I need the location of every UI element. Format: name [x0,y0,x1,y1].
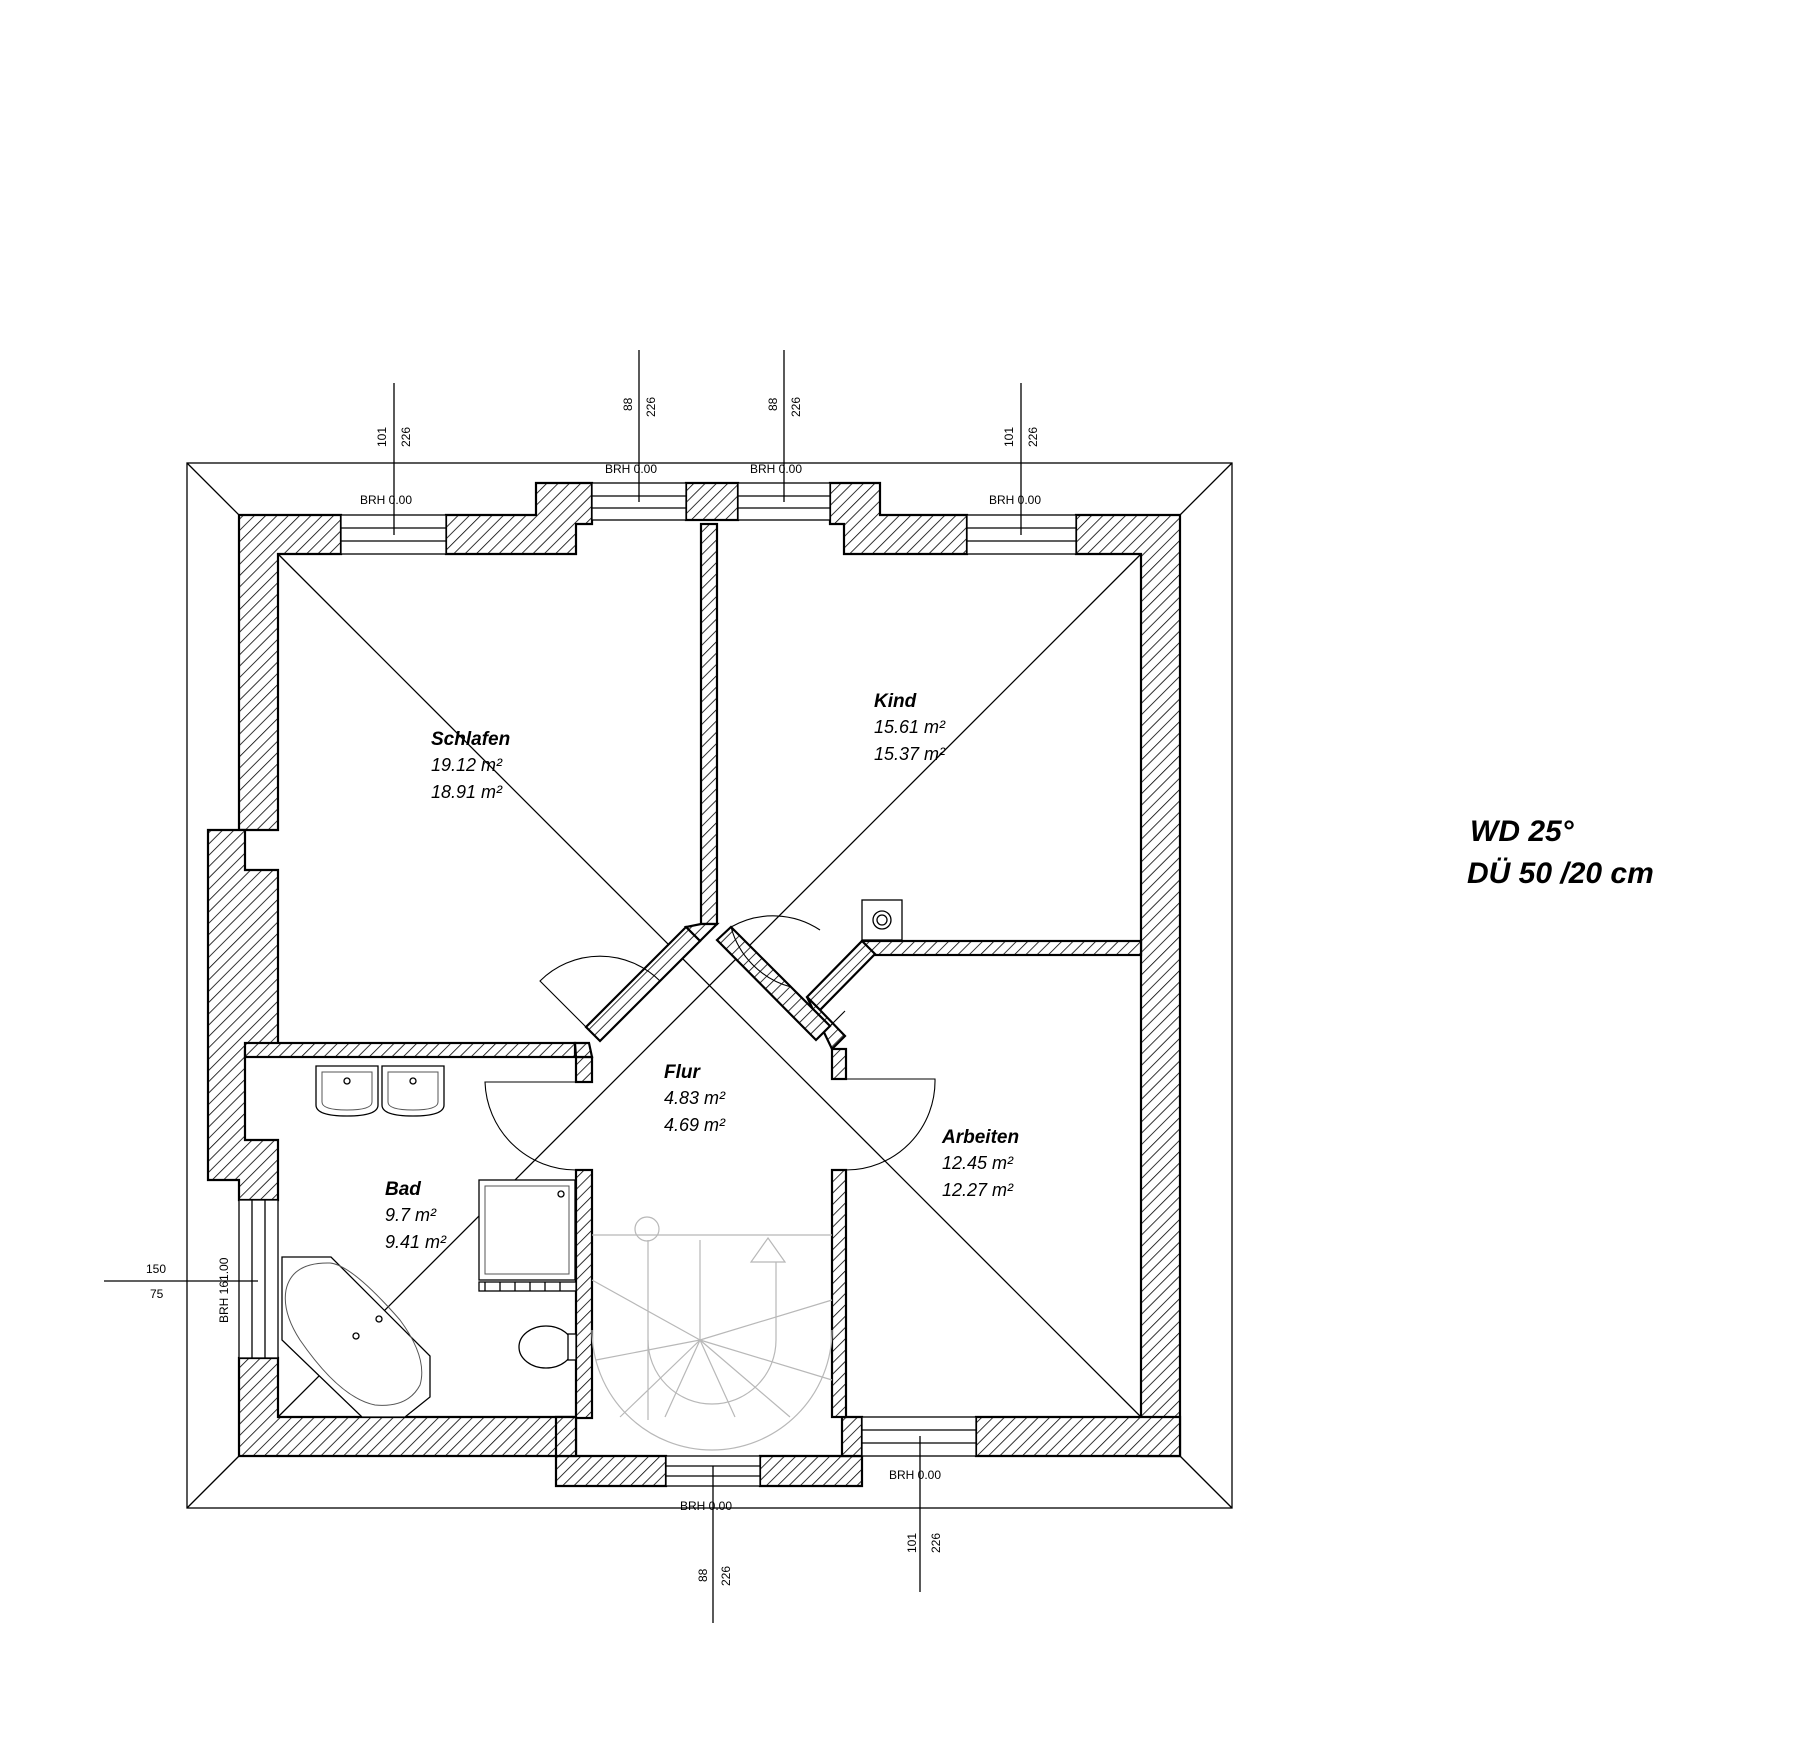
window-dimension-lines [104,350,1022,1623]
window-bottom-right-brh: BRH 0.00 [889,1468,941,1482]
room-schlafen-area-gross: 19.12 m² [431,755,503,775]
window-top-right-height: 226 [1026,427,1040,447]
room-kind-name: Kind [874,691,917,712]
roof-hip-lines [277,553,1142,1418]
room-schlafen-name: Schlafen [431,729,510,750]
window-top-left-width: 101 [375,427,389,447]
window-left-bath-width: 150 [146,1262,166,1276]
room-flur-area-gross: 4.83 m² [664,1088,726,1108]
room-flur-area-net: 4.69 m² [664,1115,726,1135]
window-top-mid-left-width: 88 [621,397,635,411]
interior-walls [243,522,1143,1420]
room-bad-area-gross: 9.7 m² [385,1205,437,1225]
window-top-right-width: 101 [1002,427,1016,447]
staircase [591,1216,833,1451]
window-top-mid-right-height: 226 [789,397,803,417]
window-top-mid-left-height: 226 [644,397,658,417]
doors [484,915,936,1171]
window-left-bath-brh: BRH 161.00 [217,1257,231,1323]
room-bad-name: Bad [385,1179,421,1200]
roof-pitch: WD 25° [1470,815,1575,848]
room-arbeiten-area-net: 12.27 m² [942,1180,1014,1200]
window-top-right-brh: BRH 0.00 [989,493,1041,507]
window-bottom-mid-height: 226 [719,1566,733,1586]
window-bottom-mid-brh: BRH 0.00 [680,1499,732,1513]
chimney [861,899,903,941]
room-schlafen-area-net: 18.91 m² [431,782,503,802]
window-left-bath-height: 75 [150,1287,164,1301]
window-top-mid-right-width: 88 [766,397,780,411]
room-kind-area-net: 15.37 m² [874,744,946,764]
window-top-mid-left-brh: BRH 0.00 [605,462,657,476]
room-kind-area-gross: 15.61 m² [874,717,946,737]
window-top-left-brh: BRH 0.00 [360,493,412,507]
window-bottom-mid-width: 88 [696,1568,710,1582]
window-bottom-right-width: 101 [905,1533,919,1553]
room-arbeiten-area-gross: 12.45 m² [942,1153,1014,1173]
roof-annotation: WD 25° DÜ 50 /20 cm [1467,815,1654,890]
window-top-left-height: 226 [399,427,413,447]
room-labels: Schlafen 19.12 m² 18.91 m² Kind 15.61 m²… [385,691,1019,1252]
roof-overhang: DÜ 50 /20 cm [1467,857,1654,890]
window-bottom-right-height: 226 [929,1533,943,1553]
bathroom-fixtures [281,1065,577,1418]
room-arbeiten-name: Arbeiten [941,1127,1019,1148]
window-top-mid-right-brh: BRH 0.00 [750,462,802,476]
room-flur-name: Flur [664,1062,701,1083]
room-bad-area-net: 9.41 m² [385,1232,447,1252]
window-labels: BRH 0.00 101 226 BRH 0.00 88 226 BRH 0.0… [146,397,1041,1586]
